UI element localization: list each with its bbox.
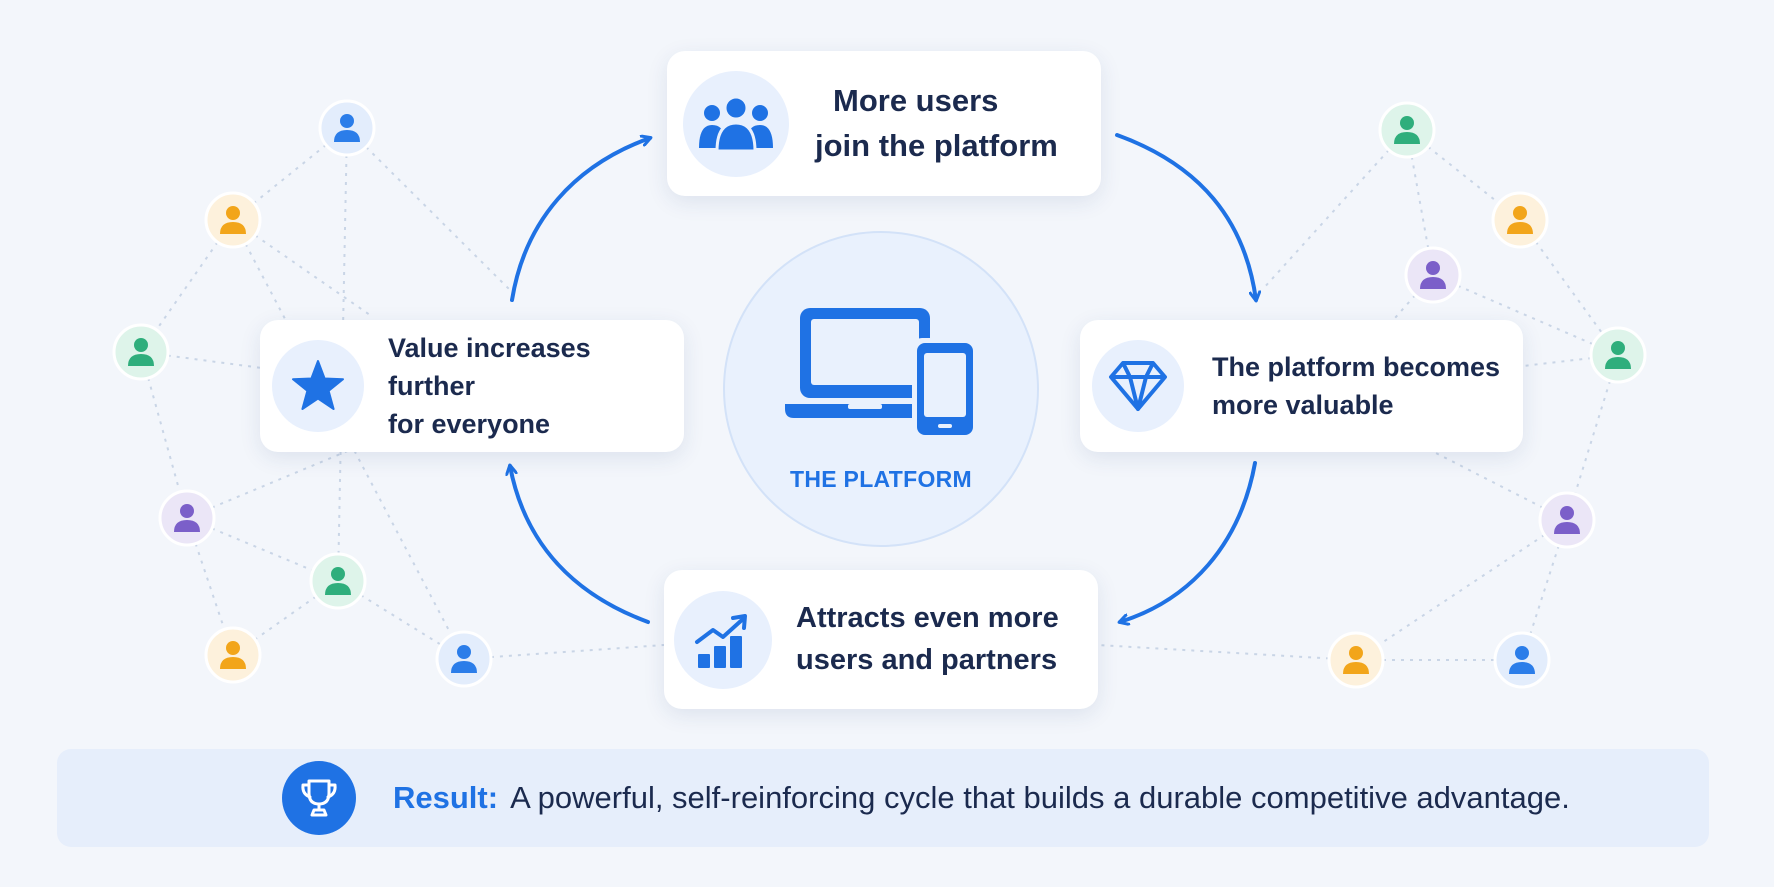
result-banner: Result: A powerful, self-reinforcing cycl… (57, 749, 1709, 847)
network-connection (232, 127, 348, 221)
network-connection (232, 580, 339, 656)
result-label: Result: (393, 780, 499, 815)
network-connection (463, 644, 665, 660)
step-card-more-users: More users join the platform (667, 51, 1101, 196)
network-connection (1522, 354, 1619, 367)
network-connection (1406, 129, 1521, 221)
user-avatar-icon (204, 626, 262, 684)
network-connection (1355, 519, 1568, 661)
step-line-2: more valuable (1212, 390, 1394, 420)
trophy-badge (282, 761, 356, 835)
star-icon (292, 360, 344, 410)
laptop-phone-icon (785, 308, 978, 440)
network-connection (1406, 129, 1434, 276)
network-connection (337, 580, 465, 660)
user-avatar-icon (1538, 491, 1596, 549)
network-connection (1566, 354, 1619, 521)
step-card-value-increases: Value increases further for everyone (260, 320, 684, 452)
user-avatar-icon (1327, 631, 1385, 689)
step-line-2: users and partners (796, 643, 1058, 676)
step-line-1: More users (833, 83, 999, 119)
arrow-bottom-to-left (510, 466, 650, 624)
user-avatar-icon (318, 99, 376, 157)
user-avatar-icon (158, 489, 216, 547)
diamond-icon (1109, 361, 1167, 411)
network-connection (1521, 519, 1568, 661)
users-group-icon (699, 95, 773, 152)
platform-label: THE PLATFORM (789, 466, 973, 492)
arrow-top-to-right (1115, 133, 1256, 300)
result-text: A powerful, self-reinforcing cycle that … (510, 780, 1570, 815)
growth-chart-icon (695, 613, 747, 668)
network-connection (1432, 274, 1619, 356)
step-card-attracts-more: Attracts even more users and partners (664, 570, 1098, 709)
step-line-1: Attracts even more (796, 602, 1059, 635)
trophy-icon (301, 779, 337, 817)
arrow-right-to-bottom (1120, 461, 1257, 622)
step-line-1: The platform becomes (1212, 351, 1501, 382)
step-line-2: for everyone (388, 409, 551, 440)
network-connection (186, 517, 234, 656)
user-avatar-icon (1589, 326, 1647, 384)
user-avatar-icon (204, 191, 262, 249)
arrow-left-to-top (510, 138, 650, 302)
user-avatar-icon (1493, 631, 1551, 689)
step-card-more-valuable: The platform becomes more valuable (1080, 320, 1523, 452)
step-line-2: join the platform (815, 127, 1058, 163)
network-connection (186, 449, 351, 519)
user-avatar-icon (1491, 191, 1549, 249)
platform-hub: THE PLATFORM (723, 231, 1039, 547)
network-connection (1429, 449, 1568, 521)
network-connection (140, 351, 188, 519)
user-avatar-icon (112, 323, 170, 381)
user-avatar-icon (309, 552, 367, 610)
user-avatar-icon (435, 630, 493, 688)
network-connection (232, 219, 465, 660)
user-avatar-icon (1404, 246, 1462, 304)
user-avatar-icon (1378, 101, 1436, 159)
step-line-1: Value increases further (388, 332, 591, 401)
network-connection (346, 127, 511, 291)
